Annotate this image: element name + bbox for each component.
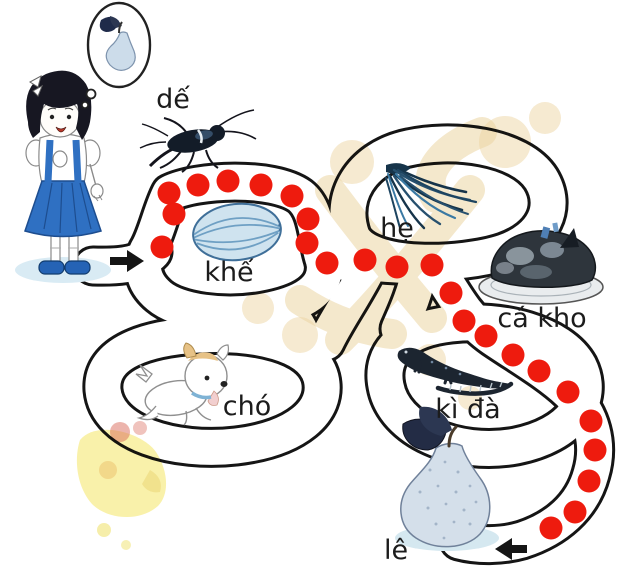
label-braised-fish: cá kho — [497, 303, 586, 334]
hair-bow — [29, 74, 43, 97]
label-starfruit: khế — [204, 257, 254, 288]
girl-shoe — [38, 260, 65, 275]
route-dot — [556, 380, 580, 404]
route-dot — [539, 516, 563, 540]
girl-skirt — [24, 180, 102, 238]
route-dot — [280, 184, 304, 208]
girl-illustration — [15, 70, 111, 283]
lizard-image — [397, 347, 514, 396]
route-dot — [577, 469, 601, 493]
watermark-logo — [76, 421, 167, 550]
label-chives: hẹ — [380, 213, 414, 244]
route-dot — [385, 255, 409, 279]
route-dot — [563, 500, 587, 524]
route-dot — [439, 281, 463, 305]
thought-pear-image — [99, 16, 136, 71]
route-dot — [157, 181, 181, 205]
route-dot — [186, 173, 210, 197]
girl-mouth — [55, 126, 67, 133]
thought-bubble — [81, 1, 152, 109]
route-dot — [474, 324, 498, 348]
route-dot — [295, 231, 319, 255]
braised-fish-image — [478, 222, 604, 305]
route-dot — [420, 253, 444, 277]
girl-hair — [26, 70, 92, 140]
girl-shoe — [64, 260, 91, 275]
starfruit-image — [192, 202, 282, 262]
route-dot — [452, 309, 476, 333]
route-dots — [150, 169, 607, 540]
route-dot — [353, 248, 377, 272]
route-dot — [249, 173, 273, 197]
pear-image — [395, 406, 499, 551]
label-cricket: dế — [156, 84, 190, 115]
route-dot — [296, 207, 320, 231]
route-dot — [501, 343, 525, 367]
label-pear: lê — [384, 535, 408, 566]
route-dot — [583, 438, 607, 462]
route-dot — [150, 235, 174, 259]
label-dog: chó — [223, 391, 271, 422]
route-dot — [315, 251, 339, 275]
start-arrow-icon — [110, 250, 144, 272]
end-arrow-icon — [495, 538, 527, 560]
route-dot — [579, 409, 603, 433]
route-dot — [162, 202, 186, 226]
route-dot — [216, 169, 240, 193]
chives-image — [385, 163, 478, 230]
label-monitor-lizard: kì đà — [435, 394, 500, 425]
dog-image — [135, 342, 230, 426]
route-dot — [527, 359, 551, 383]
cricket-image — [139, 109, 257, 173]
